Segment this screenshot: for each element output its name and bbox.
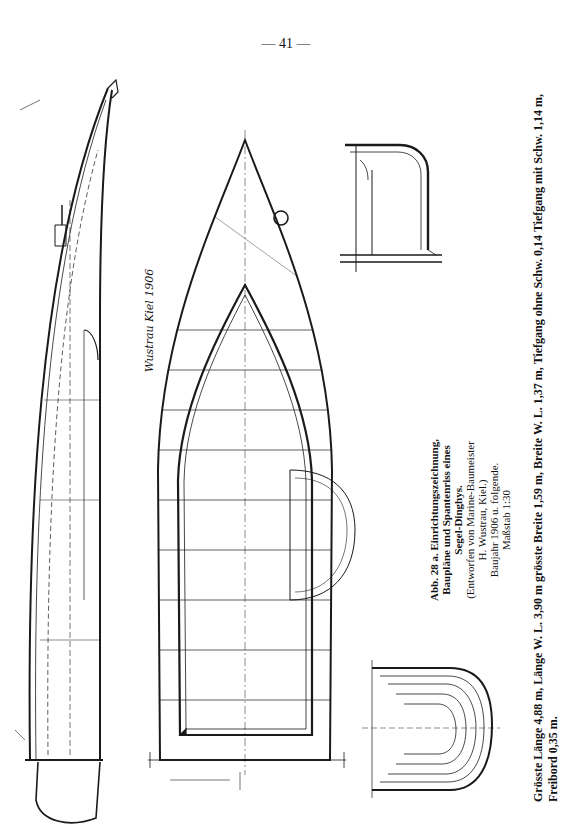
drawing-line [388,684,476,774]
dimensions-note: Grösste Länge 4,88 m, Länge W. L. 3,90 m… [531,62,561,802]
drawing-line [70,200,71,755]
drawing-line [274,211,288,225]
drawing-line [164,180,330,300]
section-detail [340,145,442,272]
drawing-line [290,470,355,600]
drawing-line [372,668,492,790]
drawing-line [340,255,442,262]
drawing-line [245,130,246,775]
drawing-line [84,330,85,600]
drawing-line [428,250,436,255]
caption-block: Abb. 28 a. Einrichtungszeichnung, Bauplä… [428,435,512,605]
caption-note: (Entworfen von Marine-Baumeister H. Wust… [464,435,488,605]
drawing-line [48,150,98,755]
drawing-line [36,100,106,760]
caption-note: Baujahr 1906 u. folgende. [488,435,500,605]
drawing-line [25,759,103,761]
drawing-line [100,90,112,760]
drawing-line [61,205,63,225]
signature: Wustrau Kiel 1906 [143,268,156,372]
drawing-line [55,225,66,246]
drawing-line [396,694,466,764]
drawing-line [380,676,484,782]
drawing-line [372,660,373,798]
drawing-line [362,728,500,729]
drawing-line [40,400,100,640]
drawing-line [180,729,186,735]
plan-view [148,130,355,790]
drawing-line [404,704,456,754]
caption-note: Maßstab 1:30 [500,435,512,605]
drawing-line [148,752,346,768]
drawing-line [36,762,100,823]
drawing-line [356,145,372,272]
page-number: — 41 — [262,36,311,52]
drawing-line [108,80,118,98]
profile-view [15,80,118,823]
drawing-line [360,160,368,180]
figure-caption: Abb. 28 a. Einrichtungszeichnung, Bauplä… [428,435,464,605]
body-plan [362,660,500,798]
drawing-line [15,100,40,740]
drawing-line [84,330,98,360]
drawing-line [295,478,347,592]
drawing-line [170,772,240,790]
drawing-line [345,145,428,250]
drawing-line [350,152,421,250]
drawing-line [30,88,108,760]
